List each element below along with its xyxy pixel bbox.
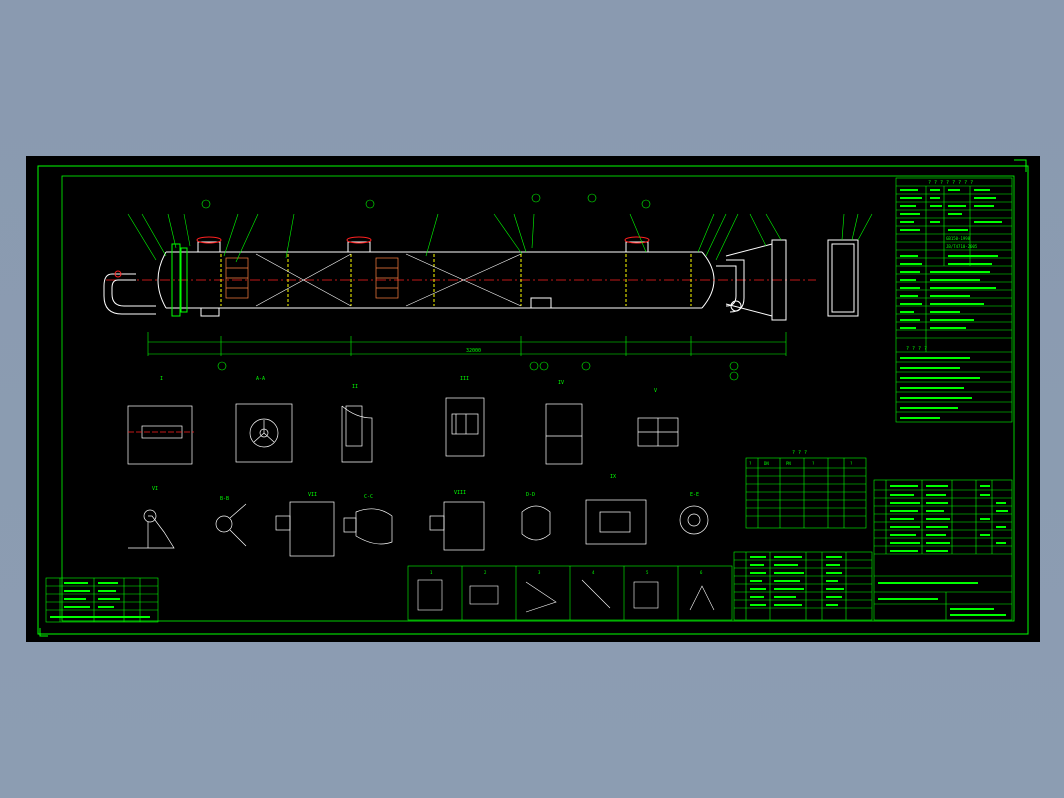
nozzle-header-pn: PN — [786, 461, 791, 466]
detail-label-viii: VIII — [454, 490, 466, 496]
remark-label: ? ? ? ? — [906, 346, 927, 352]
weld-label-3: 3 — [538, 570, 541, 575]
title-block-upper — [895, 177, 1013, 423]
total-length-dimension: 32000 — [466, 348, 481, 354]
nozzle-header-dn: DN — [764, 461, 769, 466]
revision-table — [45, 577, 159, 623]
title-block-header: ? ? ? ? ? ? ? ? — [928, 180, 973, 186]
nozzle-header-use: ? — [850, 461, 853, 466]
detail-label-i: I — [160, 376, 163, 382]
corner-mark-bottom-left — [39, 628, 48, 637]
detail-label-a-a: A-A — [256, 376, 265, 382]
detail-label-iii: III — [460, 376, 469, 382]
corner-mark-top-right — [1014, 159, 1027, 172]
inner-frame — [61, 175, 1015, 622]
drawing-sheet[interactable]: 32000 — [26, 156, 1040, 642]
nozzle-header-standard: ? — [812, 461, 815, 466]
detail-label-b-b: B-B — [220, 496, 229, 502]
parts-list-text-marks — [750, 485, 1008, 616]
nozzle-table-title: ? ? ? — [792, 450, 807, 456]
nozzle-header-mark: ? — [749, 461, 752, 466]
main-vessel-view: 32000 — [103, 193, 873, 381]
weld-label-6: 6 — [700, 570, 703, 575]
detail-label-vi: VI — [152, 486, 158, 492]
spec-code-1: GB150-1998 — [946, 236, 971, 241]
title-block-text-marks — [900, 189, 1002, 419]
detail-views-top-row — [127, 397, 679, 465]
detail-label-ix: IX — [610, 474, 616, 480]
parts-list-table — [733, 479, 1013, 621]
weld-label-1: 1 — [430, 570, 433, 575]
weld-details-strip — [407, 565, 733, 621]
weld-label-5: 5 — [646, 570, 649, 575]
outer-frame — [37, 165, 1029, 635]
detail-label-d-d: D-D — [526, 492, 535, 498]
detail-label-iv: IV — [558, 380, 564, 386]
detail-label-v: V — [654, 388, 657, 394]
weld-label-4: 4 — [592, 570, 595, 575]
detail-label-vii: VII — [308, 492, 317, 498]
detail-views-bottom-row — [128, 499, 709, 557]
detail-label-c-c: C-C — [364, 494, 373, 500]
nozzle-table — [745, 457, 867, 529]
spec-code-2: JB/T4710-2005 — [946, 244, 978, 249]
detail-label-ii: II — [352, 384, 358, 390]
weld-label-2: 2 — [484, 570, 487, 575]
cad-drawing-canvas: 32000 — [37, 159, 1029, 637]
revision-table-text-marks — [50, 582, 150, 618]
detail-label-e-e: E-E — [690, 492, 699, 498]
